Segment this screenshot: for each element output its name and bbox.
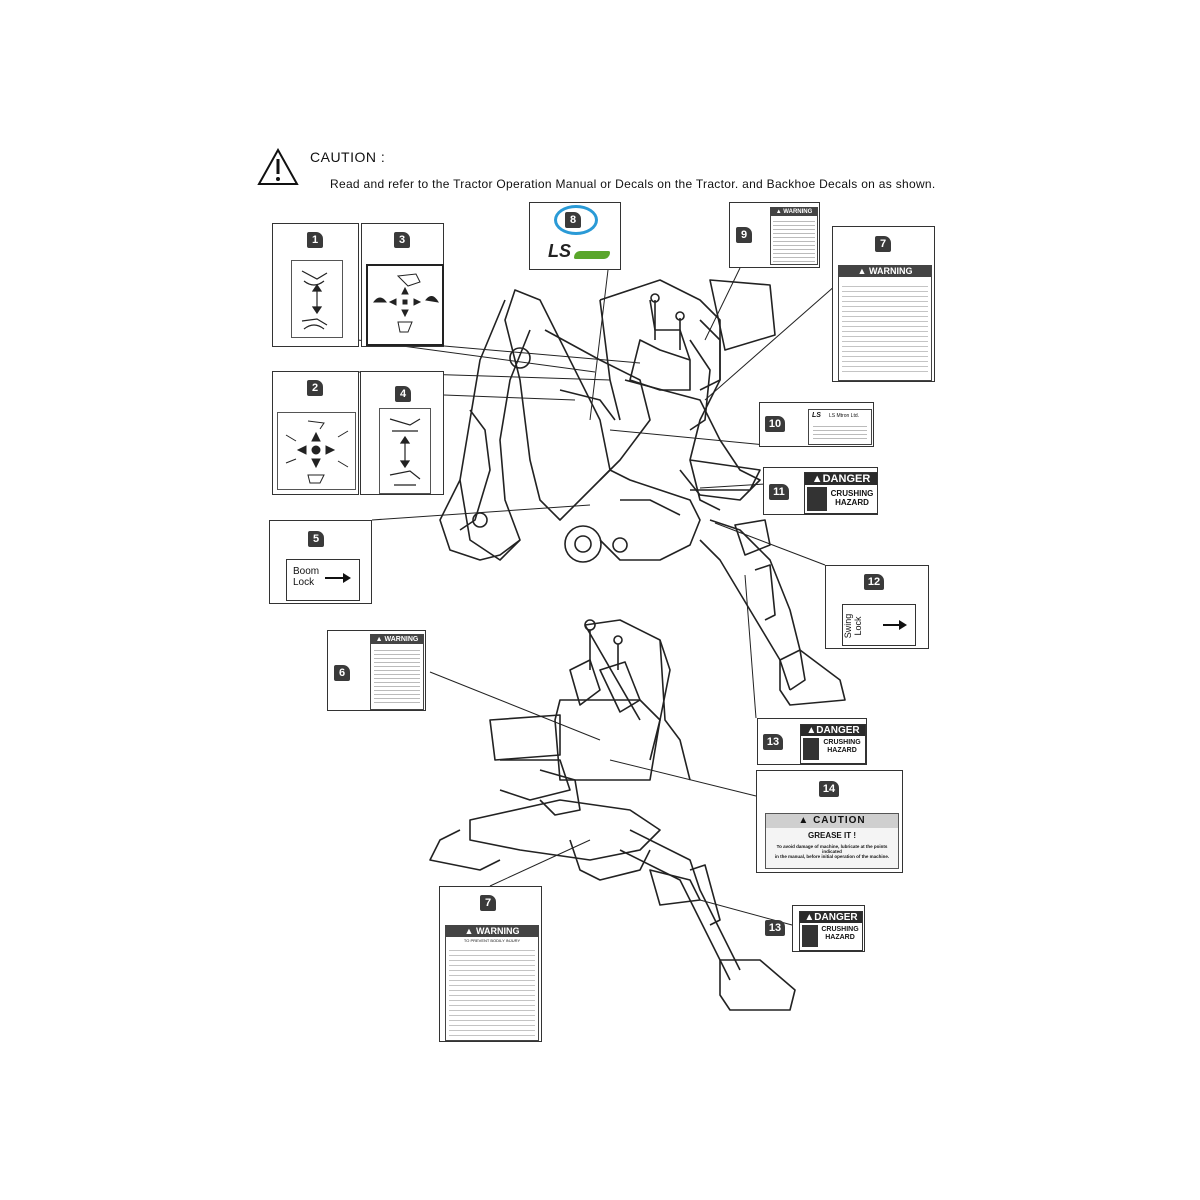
grease-line2: in the manual, before initial operation … xyxy=(774,854,890,859)
grease-line1: To avoid damage of machine, lubricate at… xyxy=(776,844,888,854)
warning-plate-6: ▲ WARNING xyxy=(370,634,424,710)
decal-9: 9 ▲ WARNING xyxy=(729,202,820,268)
swing-lock-plate: Swing Lock xyxy=(842,604,916,646)
decal-number-11: 11 xyxy=(769,484,789,500)
decal-number-7b: 7 xyxy=(480,895,496,911)
crushing-foot-icon xyxy=(803,738,819,760)
decal-7-top: 7 ▲ WARNING xyxy=(832,226,935,382)
decal-number-13b-label: 13 xyxy=(765,920,785,936)
arrow-right-icon xyxy=(323,570,353,586)
ls-logo-text: LS xyxy=(548,241,572,261)
decal-number-7a: 7 xyxy=(875,236,891,252)
warning-header: ▲ WARNING xyxy=(371,635,423,644)
warning-plate: ▲ WARNING xyxy=(838,265,932,381)
danger-header: ▲DANGER xyxy=(801,725,865,736)
warning-body-lines xyxy=(449,946,535,1036)
danger-plate: ▲DANGER CRUSHING HAZARD xyxy=(804,472,878,514)
decal-number-13a: 13 xyxy=(763,734,783,750)
decal-12-swing-lock: 12 Swing Lock xyxy=(825,565,929,649)
danger-header: ▲DANGER xyxy=(805,473,877,485)
warning-plate: ▲ WARNING TO PREVENT BODILY INJURY xyxy=(445,925,539,1041)
decal-13-upper-danger: 13 ▲DANGER CRUSHING HAZARD xyxy=(757,718,867,765)
warning-body-lines xyxy=(842,282,928,376)
decal-2: 2 xyxy=(272,371,359,495)
arrow-right-icon xyxy=(881,617,909,633)
decal-14-caution-grease: 14 ▲ CAUTION GREASE IT ! To avoid damage… xyxy=(756,770,903,873)
decal-10: 10 LS LS Mtron Ltd. xyxy=(759,402,874,447)
boom-dipper-pictogram xyxy=(277,412,356,490)
ls-mtron-plate: LS LS Mtron Ltd. xyxy=(808,409,872,445)
decal-5-boom-lock: 5 Boom Lock xyxy=(269,520,372,604)
danger-plate: ▲DANGER CRUSHING HAZARD xyxy=(800,724,866,764)
decal-number-10: 10 xyxy=(765,416,785,432)
crushing-foot-icon xyxy=(802,925,818,947)
decal-number-4: 4 xyxy=(395,386,411,402)
decal-1: 1 xyxy=(272,223,359,347)
crushing-hand-icon xyxy=(807,487,827,511)
caution-title: CAUTION : xyxy=(310,149,386,165)
warning-header: ▲ WARNING xyxy=(446,926,538,937)
boom-lock-line1: Boom xyxy=(293,566,320,577)
danger-header: ▲DANGER xyxy=(800,912,862,923)
decal-7-bottom: 7 ▲ WARNING TO PREVENT BODILY INJURY xyxy=(439,886,542,1042)
warning-header: ▲ WARNING xyxy=(839,266,931,277)
swing-lock-line1: Swing xyxy=(843,613,853,639)
decal-8-ls-logo: 8 LS xyxy=(529,202,621,270)
boom-raise-pictogram xyxy=(379,408,431,494)
decal-number-6: 6 xyxy=(334,665,350,681)
grease-plate: ▲ CAUTION GREASE IT ! To avoid damage of… xyxy=(765,813,899,869)
caution-icon xyxy=(257,148,299,186)
decal-number-3: 3 xyxy=(394,232,410,248)
ls-swoosh xyxy=(574,251,610,259)
decal-number-12: 12 xyxy=(864,574,884,590)
decal-number-2: 2 xyxy=(307,380,323,396)
bucket-curl-pictogram xyxy=(291,260,343,338)
decal-6: 6 ▲ WARNING xyxy=(327,630,426,711)
swing-lock-line2: Lock xyxy=(853,616,863,636)
ls-logo: LS xyxy=(548,241,610,263)
caution-header: ▲ CAUTION xyxy=(766,814,898,828)
decal-13-lower-danger: 13 ▲DANGER CRUSHING HAZARD xyxy=(792,905,865,952)
decal-number-1: 1 xyxy=(307,232,323,248)
boom-lock-line2: Lock xyxy=(293,577,315,588)
decal-number-9: 9 xyxy=(736,227,752,243)
danger-plate: ▲DANGER CRUSHING HAZARD xyxy=(799,911,863,951)
decal-number-5: 5 xyxy=(308,531,324,547)
caution-text: Read and refer to the Tractor Operation … xyxy=(330,177,936,191)
boom-lock-plate: Boom Lock xyxy=(286,559,360,601)
grease-it: GREASE IT ! xyxy=(807,831,856,840)
prevent-injury: TO PREVENT BODILY INJURY xyxy=(463,938,521,943)
decal-3: 3 xyxy=(361,223,444,347)
decal-4: 4 xyxy=(360,371,444,495)
decal-number-14: 14 xyxy=(819,781,839,797)
warning-header: ▲ WARNING xyxy=(771,208,817,216)
decal-11-danger: 11 ▲DANGER CRUSHING HAZARD xyxy=(763,467,878,515)
highlight-ring xyxy=(554,205,598,235)
swing-pictogram xyxy=(366,264,444,346)
warning-small-plate: ▲ WARNING xyxy=(770,207,818,265)
